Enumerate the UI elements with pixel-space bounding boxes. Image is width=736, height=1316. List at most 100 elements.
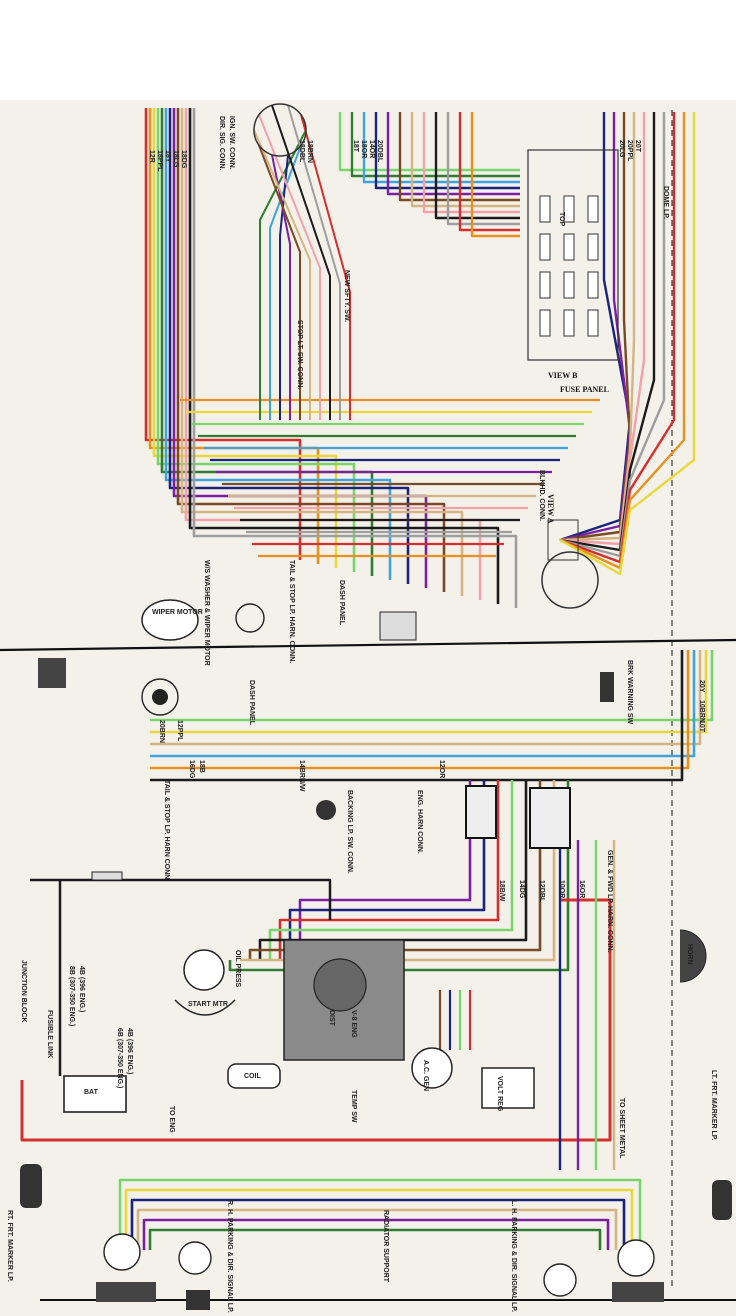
wire-tag: 14DG — [518, 880, 525, 899]
battery-label: BAT — [84, 1089, 99, 1096]
wire-tag: 18DBL — [298, 140, 305, 163]
right-wire — [559, 112, 646, 546]
upper-wire — [144, 108, 302, 560]
bulkhead-connector — [541, 519, 599, 609]
fuse-panel-label: FUSE PANEL — [560, 385, 609, 394]
dash-panel-line — [0, 638, 736, 652]
rt-marker-label: RT. FRT. MARKER LP. — [6, 1210, 13, 1282]
dash-run-wire — [150, 650, 684, 782]
upper-wire — [176, 108, 446, 592]
right-wire — [559, 112, 686, 570]
front-lamp-wire — [124, 1188, 634, 1250]
generator-label: A.C. GEN — [422, 1060, 429, 1091]
front-lamp-wire — [148, 1228, 602, 1250]
dash-panel-label-2: DASH PANEL — [248, 680, 255, 726]
tail-harn-label: TAIL & STOP LP. HARN. CONN. — [288, 560, 295, 663]
wire-tag: 18OR — [360, 140, 367, 158]
junction-label: JUNCTION BLOCK — [20, 960, 27, 1023]
fuse — [539, 309, 551, 337]
coil-label: COIL — [244, 1073, 261, 1080]
fuse — [587, 271, 599, 299]
ign-wire — [253, 129, 311, 420]
right-wire — [559, 112, 656, 552]
fuse — [563, 309, 575, 337]
dist-label: DIST — [328, 1010, 335, 1027]
dash-run-wire — [150, 650, 690, 770]
wire-tag: 14OR — [368, 140, 375, 158]
wire-tag: 10BRN — [698, 700, 705, 723]
fuse — [587, 233, 599, 261]
battery-note-1: 6B (307-350 ENG.) — [116, 1028, 123, 1088]
coil — [227, 1063, 281, 1089]
brake-warning-label: BRK WARNING SW — [626, 660, 633, 725]
lh-parking-lamp — [543, 1263, 577, 1297]
right-wire — [559, 112, 696, 576]
wiper-label: WIPER MOTOR — [152, 609, 203, 616]
upper-wire — [188, 108, 500, 604]
dash-clip — [38, 658, 66, 688]
ignition-switch-connector — [253, 103, 307, 157]
view-b-label: VIEW B — [548, 371, 578, 380]
v8-label: V-8 ENG — [350, 1010, 357, 1038]
fuse — [587, 309, 599, 337]
voltage-regulator — [481, 1067, 535, 1109]
fusible-note-1: 8B (307-350 ENG.) — [68, 966, 75, 1026]
fuse-feed-wire — [422, 112, 520, 214]
backing-label: BACKING LP. SW. CONN. — [346, 790, 353, 874]
rh-parking-lamp — [178, 1241, 212, 1310]
front-lamp-wire — [136, 1208, 618, 1250]
fuse-feed-wire — [434, 112, 520, 220]
dash-run-wire — [150, 650, 696, 758]
engine-wire — [288, 780, 486, 960]
fuse-feed-wire — [362, 112, 520, 184]
upper-harness-bundle — [144, 104, 696, 608]
wire-tag: 18T — [352, 140, 359, 153]
brake-warning-switch — [600, 672, 614, 702]
fuse-feed-wire — [470, 112, 520, 238]
dash-run-wire — [150, 650, 714, 722]
view-a-label: VIEW A — [546, 494, 555, 524]
upper-wire — [164, 108, 392, 580]
fuse — [563, 233, 575, 261]
engine-wire — [240, 780, 556, 962]
bulkhead-label: BLKHD. CONN. — [538, 470, 545, 521]
junction-wire — [30, 878, 332, 920]
upper-wire — [156, 108, 356, 572]
oil-press-label: OIL PRESS — [234, 950, 241, 988]
starter-label: START MTR — [188, 1001, 228, 1008]
wiper-motor-label: W/S WASHER & WIPER MOTOR — [203, 560, 210, 666]
radiator-support-label: RADIATOR SUPPORT — [382, 1210, 389, 1283]
fuse-feed-wire — [410, 112, 520, 208]
wire-tag: 20DBL — [376, 140, 383, 163]
horn — [679, 929, 707, 983]
dash-run-wire — [150, 650, 708, 734]
ign-wire — [258, 114, 321, 420]
fuse-feed-wire — [386, 112, 520, 196]
gen-fwd-label: GEN. & FWD LP. HARN. CONN. — [606, 850, 613, 953]
battery-note-2: 4B (396 ENG.) — [126, 1028, 133, 1074]
battery — [63, 1075, 127, 1113]
upper-wire — [192, 108, 518, 608]
rt-frt-marker-socket — [20, 1164, 42, 1208]
stop-switch-label: STOP LT. SW. CONN. — [296, 320, 303, 389]
to-engine-label: TO ENG — [168, 1106, 175, 1133]
wire-tag: 18LG — [172, 150, 179, 168]
dir-sig-label: DIR. SIG. CONN. — [218, 116, 225, 171]
wire-tag: 18B — [198, 760, 205, 773]
battery-main-wire — [20, 898, 612, 1142]
rt-marker-lamp — [96, 1233, 156, 1302]
ign-switch-label: IGN. SW. CONN. — [228, 116, 235, 170]
fuse — [587, 195, 599, 223]
ign-wire — [271, 104, 331, 420]
distributor-block — [283, 939, 405, 1061]
upper-wire — [180, 108, 464, 596]
fuse-panel — [527, 149, 619, 361]
wire-tag: 10OR — [558, 880, 565, 898]
ign-wire — [287, 104, 341, 420]
fuse — [563, 195, 575, 223]
wire-tag: 20Y — [698, 680, 705, 693]
ign-wire — [300, 114, 351, 420]
tail-stop-connector — [235, 603, 265, 633]
